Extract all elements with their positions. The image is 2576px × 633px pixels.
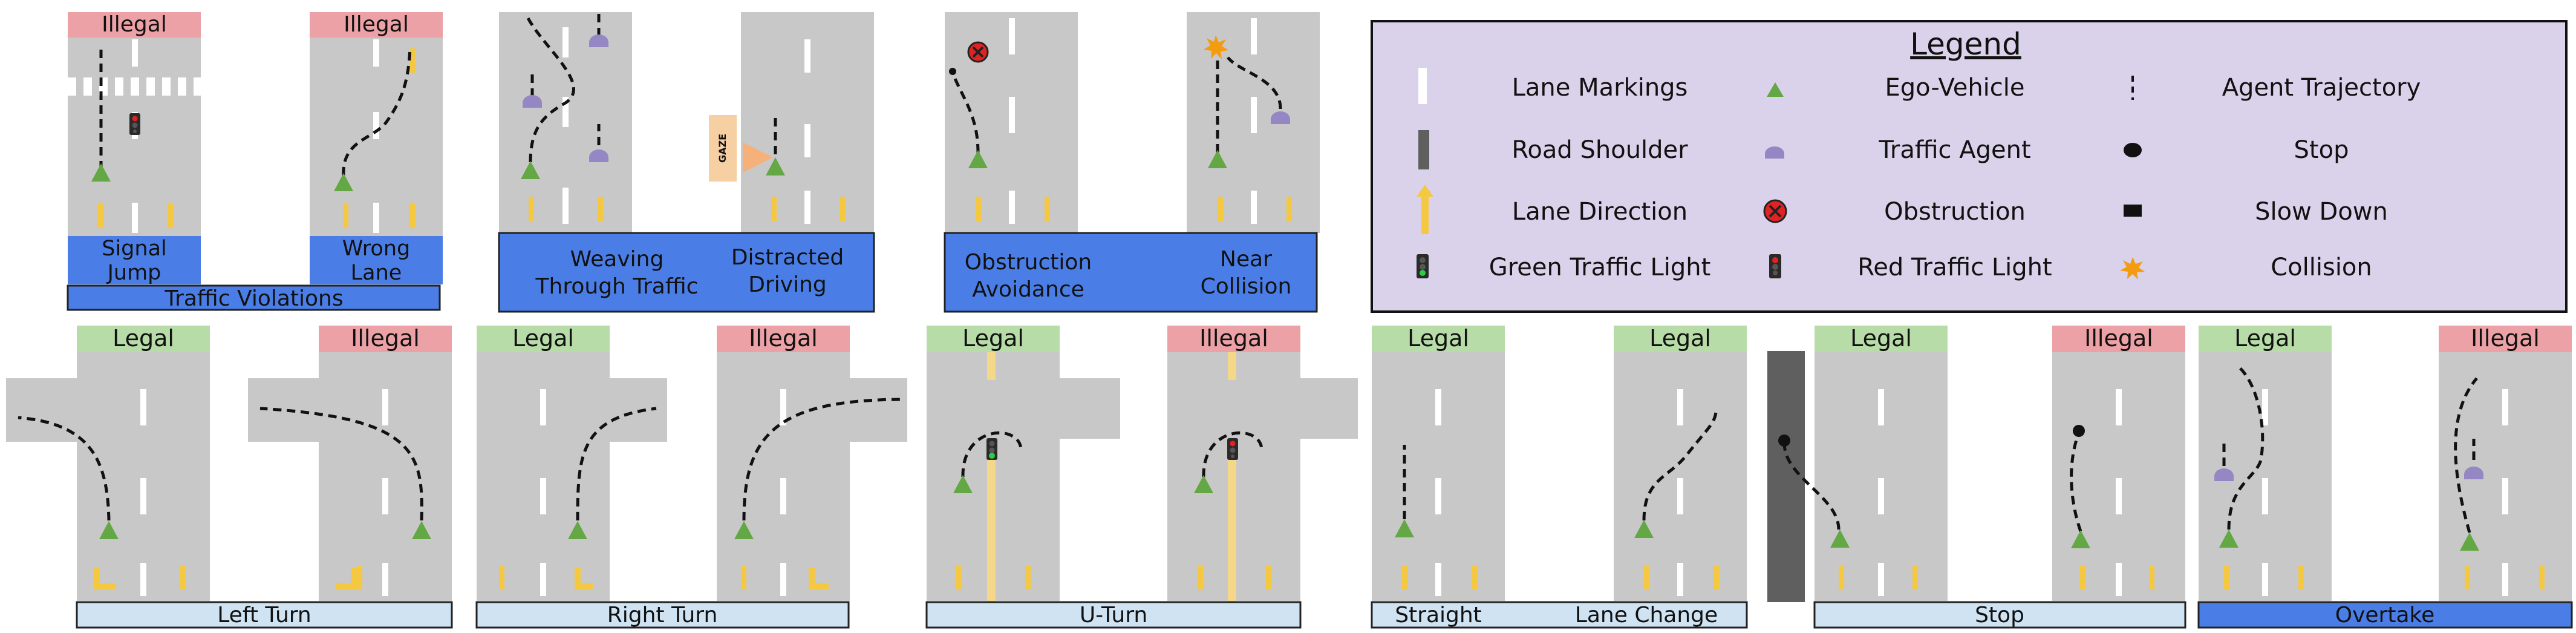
svg-text:Illegal: Illegal: [2084, 325, 2153, 352]
svg-text:Right Turn: Right Turn: [607, 603, 718, 628]
scenario-obstruction-avoidance: [945, 12, 1078, 233]
scenario-signal-jump: [68, 12, 202, 236]
svg-text:Collision: Collision: [2271, 254, 2372, 281]
header-left-turn-legal: Legal: [77, 325, 210, 352]
scenario-right-turn-illegal: [717, 326, 907, 601]
banner-left-turn: Left Turn: [76, 601, 453, 629]
scenario-weaving: [499, 12, 632, 233]
header-left-turn-illegal: Illegal: [319, 325, 452, 352]
svg-text:Lane Markings: Lane Markings: [1512, 74, 1688, 102]
scenario-near-collision: [1187, 12, 1320, 233]
header-lane-change-legal: Legal: [1614, 325, 1747, 352]
svg-text:Traffic Agent: Traffic Agent: [1878, 136, 2030, 164]
scenario-overtake-illegal: [2439, 326, 2572, 601]
svg-text:Left Turn: Left Turn: [217, 603, 311, 628]
collision-icon: [2120, 257, 2145, 280]
scenario-left-turn-legal: [6, 326, 210, 601]
green-traffic-light-icon: [1417, 254, 1429, 278]
header-u-turn-legal: Legal: [927, 325, 1060, 352]
slow-down-icon: [2124, 205, 2142, 217]
header-stop-illegal: Illegal: [2052, 325, 2185, 352]
gaze-label: GAZE: [717, 134, 728, 163]
red-traffic-light-icon: [1769, 254, 1781, 278]
legend-title: Legend: [1910, 27, 2021, 62]
scenario-distracted: GAZE: [709, 12, 874, 233]
svg-text:Illegal: Illegal: [344, 12, 409, 37]
svg-text:Legal: Legal: [1850, 325, 1912, 352]
svg-text:Road Shoulder: Road Shoulder: [1511, 136, 1688, 164]
banner-right-turn: Right Turn: [475, 601, 850, 629]
svg-text:Legal: Legal: [1407, 325, 1469, 352]
banner-stop: Stop: [1813, 601, 2186, 629]
scenario-overtake-legal: [2199, 326, 2332, 601]
header-overtake-illegal: Illegal: [2439, 325, 2572, 352]
banner-traffic-violations: Traffic Violations: [67, 284, 441, 311]
banner-overtake: Overtake: [2197, 601, 2573, 629]
scenario-stop-illegal: [2052, 326, 2185, 601]
scenario-lane-change-legal: [1614, 326, 1747, 601]
banner-straight-lane-change: Straight Lane Change: [1371, 601, 1748, 629]
svg-text:Red Traffic Light: Red Traffic Light: [1857, 254, 2052, 281]
svg-text:Agent Trajectory: Agent Trajectory: [2222, 74, 2421, 102]
header-right-turn-illegal: Illegal: [717, 325, 850, 352]
svg-text:Green Traffic Light: Green Traffic Light: [1489, 254, 1711, 281]
banner-lane-change: Lane Change: [1575, 603, 1718, 628]
traffic-agent-icon: [1765, 146, 1784, 159]
header-right-turn-legal: Legal: [477, 325, 610, 352]
banner-u-turn: U-Turn: [925, 601, 1302, 629]
svg-text:Legal: Legal: [962, 325, 1024, 352]
obstruction-icon: [1763, 199, 1787, 223]
svg-text:Ego-Vehicle: Ego-Vehicle: [1885, 74, 2024, 102]
lane-direction-icon: [1417, 185, 1433, 234]
header-stop-legal: Legal: [1815, 325, 1948, 352]
svg-text:Illegal: Illegal: [2471, 325, 2540, 352]
svg-text:Legal: Legal: [112, 325, 174, 352]
banner-straight: Straight: [1395, 603, 1482, 628]
svg-text:Obstruction: Obstruction: [1884, 198, 2026, 226]
svg-text:Overtake: Overtake: [2335, 603, 2434, 628]
svg-text:Legal: Legal: [2234, 325, 2296, 352]
scenario-u-turn-illegal: [1167, 326, 1358, 602]
svg-text:U-Turn: U-Turn: [1080, 603, 1147, 628]
svg-text:Stop: Stop: [1975, 603, 2024, 628]
svg-text:Lane Direction: Lane Direction: [1512, 198, 1687, 226]
ego-vehicle-icon: [1767, 82, 1784, 97]
scenario-wrong-lane: [310, 12, 443, 236]
scenario-u-turn-legal: [927, 326, 1120, 602]
svg-text:Slow Down: Slow Down: [2255, 198, 2388, 226]
road-shoulder-icon: [1418, 130, 1429, 169]
stop-icon: [2124, 143, 2142, 157]
header-u-turn-illegal: Illegal: [1167, 325, 1300, 352]
svg-text:Traffic Violations: Traffic Violations: [164, 286, 343, 311]
lane-marking-icon: [1418, 68, 1427, 104]
svg-text:Stop: Stop: [2294, 136, 2349, 164]
legend: Legend Lane Markings Ego-Vehicle Agent T…: [1371, 20, 2568, 313]
header-wrong-lane: Illegal: [310, 12, 443, 38]
header-overtake-legal: Legal: [2199, 325, 2332, 352]
svg-text:Legal: Legal: [1649, 325, 1711, 352]
svg-text:Illegal: Illegal: [351, 325, 420, 352]
header-straight-legal: Legal: [1372, 325, 1505, 352]
svg-text:Legal: Legal: [512, 325, 574, 352]
svg-text:Illegal: Illegal: [102, 12, 167, 37]
svg-text:Illegal: Illegal: [1199, 325, 1268, 352]
scenario-left-turn-illegal: [248, 326, 452, 601]
header-signal-jump: Illegal: [68, 12, 201, 38]
svg-text:Illegal: Illegal: [749, 325, 818, 352]
scenario-straight-legal: [1372, 326, 1505, 601]
scenario-stop-legal: [1767, 326, 1948, 602]
scenario-right-turn-legal: [477, 326, 667, 601]
